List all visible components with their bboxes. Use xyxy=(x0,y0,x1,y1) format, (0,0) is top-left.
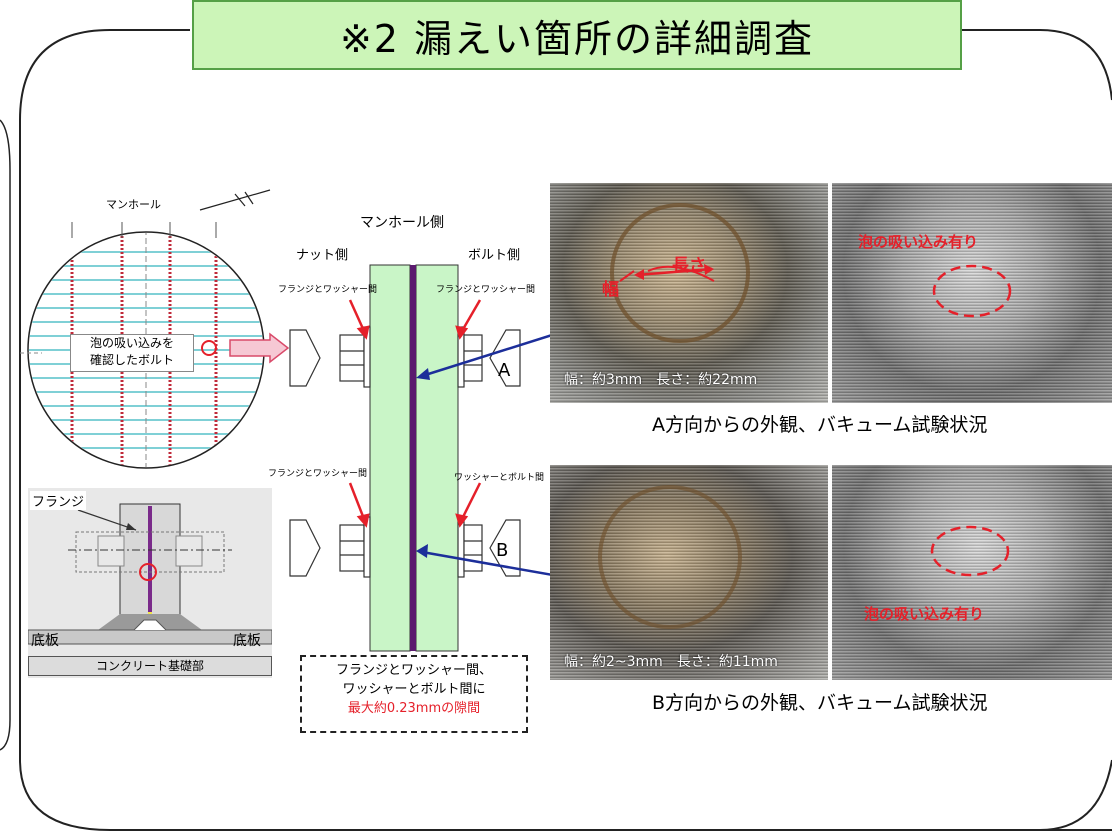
callout-line-1: 泡の吸い込みを xyxy=(89,336,174,350)
flange-label: フランジ xyxy=(30,491,87,510)
note-line-3: 最大約0.23mmの隙間 xyxy=(347,701,481,716)
upper-bolt-assembly xyxy=(339,326,483,388)
right-arrow-a xyxy=(489,329,521,387)
photo-a-vacuum-test: 泡の吸い込み有り xyxy=(832,183,1112,403)
photo-b-vacuum-test: 泡の吸い込み有り xyxy=(832,465,1112,680)
gap-label-lower-right: ワッシャーとボルト間 xyxy=(454,473,545,483)
measure-b: 幅：約2~3mm 長さ：約11mm xyxy=(564,654,778,670)
caption-b: B方向からの外観、バキューム試験状況 xyxy=(652,692,988,714)
foundation-label: コンクリート基礎部 xyxy=(28,656,272,676)
measure-a: 幅：約3mm 長さ：約22mm xyxy=(564,372,758,388)
nut-side-label: ナット側 xyxy=(296,248,349,263)
gap-note: フランジとワッシャー間、 ワッシャーとボルト間に 最大約0.23mmの隙間 xyxy=(300,655,528,733)
photo-b-exterior: 幅：約2~3mm 長さ：約11mm xyxy=(550,465,828,680)
right-arrow-b xyxy=(489,519,521,577)
left-arrow-upper xyxy=(289,329,321,387)
flange-bolt-diagram xyxy=(289,264,521,652)
target-bolt-marker xyxy=(201,340,217,356)
manhole-label: マンホール xyxy=(106,198,161,211)
direction-a-label: A xyxy=(498,360,511,381)
note-line-1: フランジとワッシャー間、 xyxy=(335,663,492,678)
width-label: 幅 xyxy=(602,280,619,300)
bolt-side-label: ボルト側 xyxy=(468,248,521,263)
left-arrow-lower xyxy=(289,519,321,577)
photo-a-exterior: 長さ 幅 幅：約3mm 長さ：約22mm xyxy=(550,183,828,403)
gap-label-upper-right: フランジとワッシャー間 xyxy=(436,285,536,295)
length-label: 長さ xyxy=(672,256,706,276)
lower-bolt-assembly xyxy=(339,516,483,578)
caption-a: A方向からの外観、バキューム試験状況 xyxy=(652,414,988,436)
note-line-2: ワッシャーとボルト間に xyxy=(342,682,486,697)
base-plate-right-label: 底板 xyxy=(233,633,261,649)
gap-label-lower-left: フランジとワッシャー間 xyxy=(268,469,368,479)
foam-label-a: 泡の吸い込み有り xyxy=(858,233,979,251)
bolt-callout: 泡の吸い込みを 確認したボルト xyxy=(70,334,194,372)
gap-label-upper-left: フランジとワッシャー間 xyxy=(278,285,378,295)
base-plate-left-label: 底板 xyxy=(31,633,59,649)
pink-pointer-arrow xyxy=(229,332,290,364)
foam-label-b: 泡の吸い込み有り xyxy=(864,605,985,623)
manhole-side-label: マンホール側 xyxy=(360,215,444,231)
callout-line-2: 確認したボルト xyxy=(89,353,174,367)
north-arrow-icon xyxy=(199,189,271,211)
cross-section: フランジ 底板 底板 xyxy=(28,488,272,678)
page-title: ※2 漏えい箇所の詳細調査 xyxy=(192,0,962,70)
manhole-plan-view xyxy=(20,189,290,469)
direction-b-label: B xyxy=(496,540,509,561)
